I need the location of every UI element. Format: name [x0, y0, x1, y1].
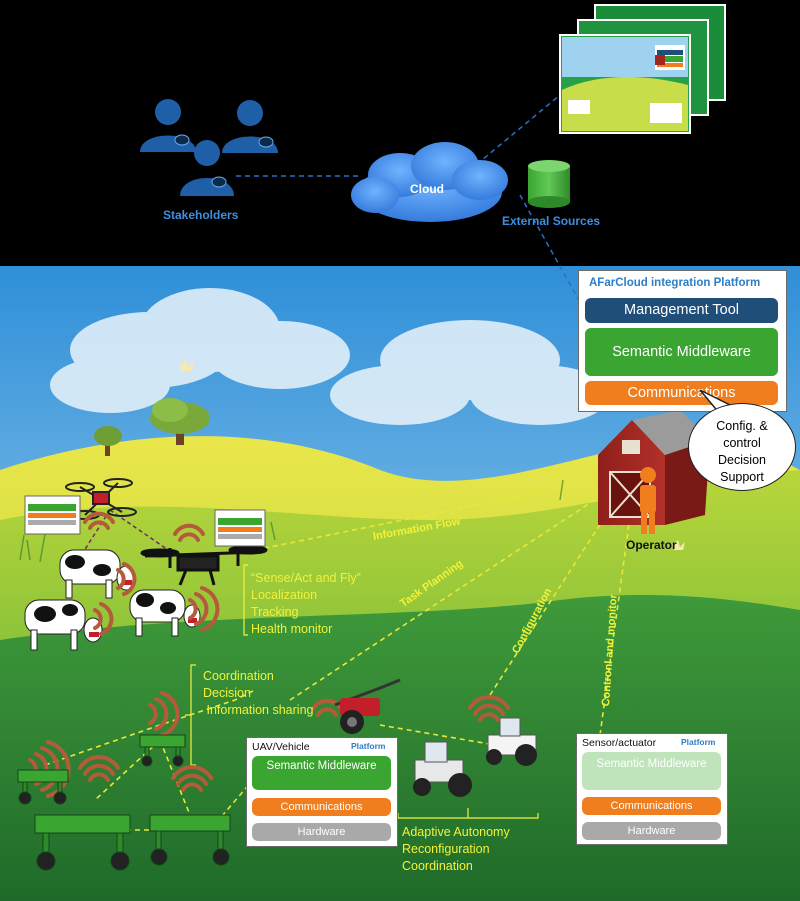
- semantic-middleware-layer: Semantic Middleware: [585, 328, 778, 376]
- uav-semantic-middleware: Semantic Middleware: [252, 756, 391, 790]
- external-sources-label: External Sources: [502, 214, 601, 228]
- swarm-cap-1: Coordination: [203, 669, 274, 683]
- uav-platform-tag: Platform: [351, 741, 386, 751]
- swarm-capabilities: Coordination Decision Information sharin…: [203, 668, 313, 719]
- sensor-platform-tag: Platform: [681, 737, 716, 747]
- walking-tractor: [334, 678, 401, 734]
- management-tool-layer: Management Tool: [585, 298, 778, 323]
- bubble-line-1: Config. &: [716, 419, 768, 433]
- signal-arcs: [28, 511, 510, 798]
- afarcloud-title: AFarCloud integration Platform: [589, 277, 761, 289]
- sky-clouds: [50, 288, 610, 425]
- afarcloud-platform-panel: AFarCloud integration Platform Managemen…: [578, 270, 787, 412]
- sensor-semantic-middleware: Semantic Middleware: [582, 752, 721, 790]
- tree-small: [94, 426, 122, 456]
- tractor-white: [486, 717, 537, 766]
- cloud-label: Cloud: [410, 182, 444, 196]
- tractor-cap-3: Coordination: [402, 859, 473, 873]
- brackets: [185, 564, 539, 819]
- sensor-hardware: Hardware: [582, 822, 721, 840]
- uav-hardware: Hardware: [252, 823, 391, 841]
- sensor-semantic-middleware-text: Semantic Middleware: [596, 758, 707, 770]
- config-control-bubble: Config. & control Decision Support: [688, 403, 796, 491]
- cows: [24, 549, 201, 651]
- uav-semantic-middleware-text: Semantic Middleware: [266, 760, 377, 772]
- uav-cap-3: Tracking: [251, 605, 299, 619]
- tree-large: [150, 398, 210, 445]
- bubble-line-4: Support: [720, 470, 764, 484]
- ground-robots: [17, 734, 231, 871]
- uav-communications: Communications: [252, 798, 391, 816]
- butterflies: [180, 359, 685, 550]
- sensor-actuator-platform-panel: Sensor/actuator Platform Semantic Middle…: [576, 733, 728, 845]
- sensor-platform-name: Sensor/actuator: [582, 737, 657, 749]
- operator-label: Operator: [626, 538, 677, 552]
- database-icon: [528, 160, 570, 208]
- drone-small: [65, 478, 137, 520]
- uav-cap-1: “Sense/Act and Fly”: [251, 571, 361, 585]
- operator-icon: [640, 467, 656, 534]
- bubble-line-2: control: [723, 436, 761, 450]
- tractor-cap-2: Reconfiguration: [402, 842, 490, 856]
- uav-platform-name: UAV/Vehicle: [252, 741, 310, 753]
- swarm-cap-2: Decision: [203, 686, 251, 700]
- stakeholders-label: Stakeholders: [163, 208, 239, 222]
- screenshot-stack: [559, 4, 726, 134]
- drone-large: [140, 545, 268, 586]
- bubble-line-3: Decision: [718, 453, 766, 467]
- cloud-icon: [351, 142, 508, 222]
- mini-platform-tiles: [24, 495, 266, 547]
- sensor-communications: Communications: [582, 797, 721, 815]
- uav-vehicle-platform-panel: UAV/Vehicle Platform Semantic Middleware…: [246, 737, 398, 847]
- uav-cap-4: Health monitor: [251, 622, 333, 636]
- tractor-cap-1: Adaptive Autonomy: [402, 825, 510, 839]
- uav-cap-2: Localization: [251, 588, 318, 602]
- tractor-capabilities: Adaptive Autonomy Reconfiguration Coordi…: [402, 824, 510, 875]
- communications-layer: Communications: [585, 381, 778, 405]
- swarm-cap-3: Information sharing: [203, 703, 314, 717]
- uav-capabilities: “Sense/Act and Fly” Localization Trackin…: [251, 570, 361, 638]
- tractor-gray: [413, 741, 472, 797]
